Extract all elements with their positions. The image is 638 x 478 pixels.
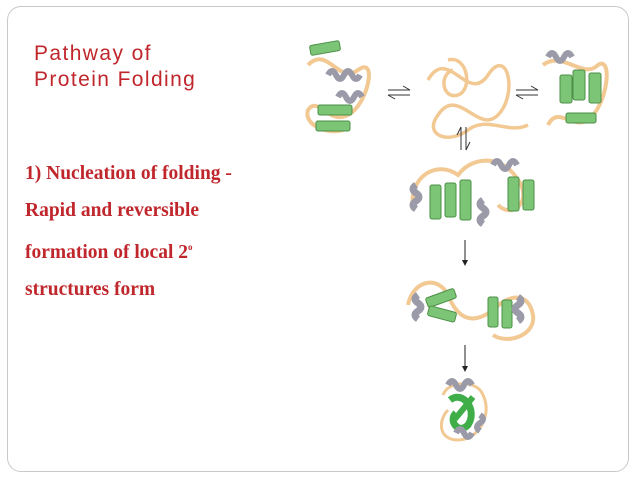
intermediate-left [305,40,371,134]
body-line-2: Rapid and reversible [25,200,200,221]
title-line-2: Protein Folding [34,68,197,91]
body-line-3: formation of local 2o [25,242,193,263]
body-line-1: 1) Nucleation of folding - [25,163,232,184]
protein-folding-pathway-figure [305,40,609,442]
equilibrium-arrow-icon [515,85,539,100]
superscript: o [188,242,193,252]
slide-title: Pathway of Protein Folding [34,41,294,93]
native-protein [439,378,488,442]
body-line-4: structures form [25,279,156,300]
slide-body-text: 1) Nucleation of folding - Rapid and rev… [25,155,315,308]
equilibrium-arrow-icon [456,126,471,151]
slide: Pathway of Protein Folding 1) Nucleation… [7,6,629,472]
title-line-1: Pathway of [34,42,152,65]
unfolded-chain [426,57,529,139]
nucleated-structure [409,158,535,227]
subdomain-structure [406,280,536,341]
intermediate-right [541,50,609,127]
equilibrium-arrow-icon [387,85,411,100]
